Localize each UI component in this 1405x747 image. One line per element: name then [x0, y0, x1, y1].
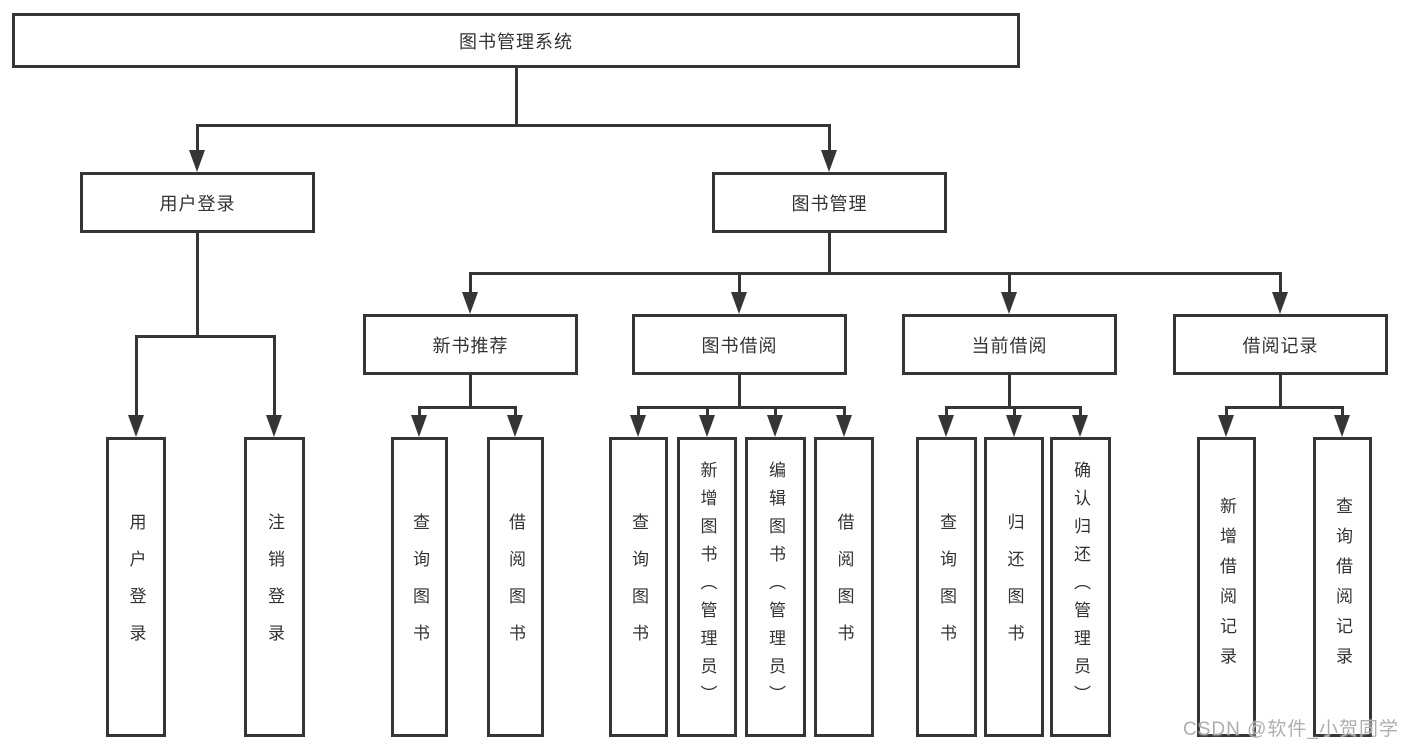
connector-recommend-stem	[469, 375, 472, 408]
leaf-logout-label: 注销登录	[265, 513, 284, 661]
connector-drop-book-management	[828, 124, 831, 152]
arrow-down-icon	[1218, 415, 1234, 437]
connector-drop-leaf	[135, 335, 138, 417]
leaf-recommend-borrow-books: 借阅图书	[487, 437, 544, 737]
arrow-down-icon	[699, 415, 715, 437]
node-book-management-label: 图书管理	[791, 193, 868, 214]
connector-recommend-rail	[418, 406, 517, 409]
node-borrow-records-label: 借阅记录	[1242, 335, 1319, 356]
arrow-down-icon	[836, 415, 852, 437]
node-new-book-recommend: 新书推荐	[363, 314, 578, 375]
arrow-down-icon	[189, 150, 205, 172]
node-book-borrow-label: 图书借阅	[701, 335, 778, 356]
node-user-login: 用户登录	[80, 172, 315, 233]
leaf-add-books-admin-label: 新增图书（管理员）	[697, 461, 717, 713]
connector-root-stem	[515, 68, 518, 126]
connector-root-rail	[196, 124, 831, 127]
leaf-user-login-label: 用户登录	[126, 513, 146, 661]
connector-drop-leaf	[1013, 406, 1016, 417]
connector-drop-leaf	[1225, 406, 1228, 417]
connector-drop-leaf	[418, 406, 421, 417]
leaf-edit-books-admin: 编辑图书（管理员）	[745, 437, 806, 737]
connector-drop-section	[1008, 272, 1011, 294]
arrow-down-icon	[1334, 415, 1350, 437]
connector-current-stem	[1008, 375, 1011, 408]
connector-records-stem	[1279, 375, 1282, 408]
arrow-down-icon	[128, 415, 144, 437]
leaf-return-books-label: 归还图书	[1004, 513, 1024, 661]
node-new-book-recommend-label: 新书推荐	[432, 335, 509, 356]
connector-drop-leaf	[774, 406, 777, 417]
connector-drop-section	[738, 272, 741, 294]
connector-drop-leaf	[706, 406, 709, 417]
leaf-current-query-books-label: 查询图书	[937, 513, 956, 661]
leaf-recommend-query-books-label: 查询图书	[410, 513, 429, 661]
leaf-current-query-books: 查询图书	[916, 437, 977, 737]
arrow-down-icon	[767, 415, 783, 437]
arrow-down-icon	[1001, 292, 1017, 314]
connector-book-management-stem	[828, 233, 831, 274]
connector-book-management-rail	[469, 272, 1282, 275]
leaf-recommend-borrow-books-label: 借阅图书	[506, 513, 525, 661]
node-root-label: 图书管理系统	[459, 31, 573, 52]
node-current-borrow-label: 当前借阅	[971, 335, 1048, 356]
node-borrow-records: 借阅记录	[1173, 314, 1388, 375]
connector-drop-user-login	[196, 124, 199, 152]
leaf-recommend-query-books: 查询图书	[391, 437, 448, 737]
csdn-watermark: CSDN @软件_小贺同学	[1183, 719, 1399, 740]
leaf-user-login: 用户登录	[106, 437, 166, 737]
connector-drop-leaf	[637, 406, 640, 417]
arrow-down-icon	[821, 150, 837, 172]
leaf-confirm-return-admin-label: 确认归还（管理员）	[1071, 461, 1090, 713]
arrow-down-icon	[731, 292, 747, 314]
node-book-management: 图书管理	[712, 172, 947, 233]
leaf-borrow-query-books: 查询图书	[609, 437, 668, 737]
arrow-down-icon	[507, 415, 523, 437]
leaf-edit-books-admin-label: 编辑图书（管理员）	[766, 461, 785, 713]
leaf-logout: 注销登录	[244, 437, 305, 737]
leaf-borrow-query-books-label: 查询图书	[629, 513, 648, 661]
node-book-borrow: 图书借阅	[632, 314, 847, 375]
arrow-down-icon	[1006, 415, 1022, 437]
connector-drop-leaf	[1079, 406, 1082, 417]
connector-drop-leaf	[514, 406, 517, 417]
connector-borrow-stem	[738, 375, 741, 408]
connector-drop-section	[469, 272, 472, 294]
arrow-down-icon	[938, 415, 954, 437]
connector-drop-section	[1279, 272, 1282, 294]
arrow-down-icon	[411, 415, 427, 437]
connector-drop-leaf	[843, 406, 846, 417]
arrow-down-icon	[266, 415, 282, 437]
arrow-down-icon	[1272, 292, 1288, 314]
arrow-down-icon	[462, 292, 478, 314]
leaf-query-borrow-record: 查询借阅记录	[1313, 437, 1372, 737]
connector-user-login-stem	[196, 233, 199, 337]
connector-drop-leaf	[1341, 406, 1344, 417]
leaf-borrow-books: 借阅图书	[814, 437, 874, 737]
leaf-query-borrow-record-label: 查询借阅记录	[1333, 497, 1352, 677]
connector-borrow-rail	[637, 406, 846, 409]
leaf-add-borrow-record: 新增借阅记录	[1197, 437, 1256, 737]
leaf-borrow-books-label: 借阅图书	[834, 513, 854, 661]
connector-records-rail	[1225, 406, 1344, 409]
connector-drop-leaf	[273, 335, 276, 417]
connector-user-login-rail	[135, 335, 276, 338]
node-current-borrow: 当前借阅	[902, 314, 1117, 375]
node-root: 图书管理系统	[12, 13, 1020, 68]
leaf-add-books-admin: 新增图书（管理员）	[677, 437, 737, 737]
leaf-confirm-return-admin: 确认归还（管理员）	[1050, 437, 1111, 737]
leaf-add-borrow-record-label: 新增借阅记录	[1217, 497, 1236, 677]
leaf-return-books: 归还图书	[984, 437, 1044, 737]
connector-drop-leaf	[945, 406, 948, 417]
node-user-login-label: 用户登录	[159, 193, 236, 214]
arrow-down-icon	[1072, 415, 1088, 437]
arrow-down-icon	[630, 415, 646, 437]
